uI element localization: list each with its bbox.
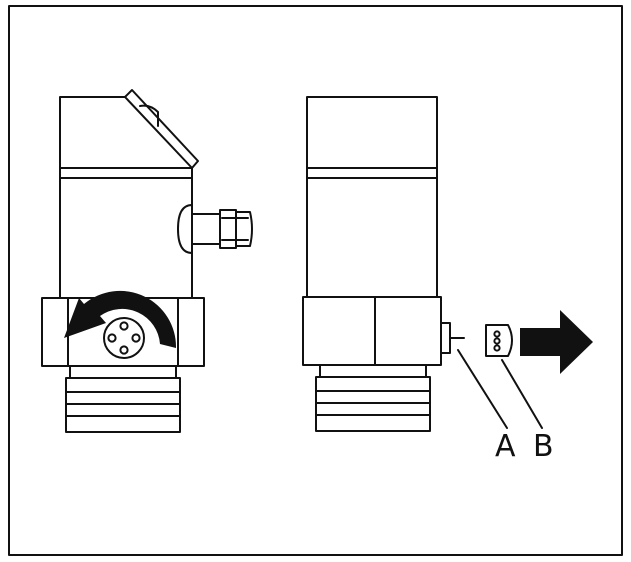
right-device-hex-nut <box>302 296 442 366</box>
left-device <box>41 89 253 433</box>
leader-line-b <box>501 359 543 429</box>
leader-line-a <box>457 349 508 429</box>
connector-pin-left <box>107 333 117 343</box>
left-device-neck <box>69 365 177 379</box>
rotate-arrow-icon <box>64 290 177 348</box>
right-device <box>302 96 465 432</box>
left-device-top-screw <box>139 104 159 127</box>
connector-pin-right <box>131 333 141 343</box>
label-b: B <box>533 429 554 464</box>
left-device-top-edge <box>124 89 199 169</box>
left-device-connector-face <box>103 317 145 359</box>
connector-plug-b <box>485 324 513 357</box>
outer-frame <box>8 5 623 556</box>
right-device-neck <box>319 364 427 378</box>
pull-arrow-icon <box>520 310 593 374</box>
left-device-side-fitting <box>177 204 253 254</box>
connector-pin-a <box>440 322 465 354</box>
connector-pin-bottom <box>119 345 129 355</box>
left-device-housing <box>59 167 193 299</box>
label-a: A <box>495 429 516 464</box>
right-device-housing <box>306 96 438 298</box>
connector-pin-top <box>119 321 129 331</box>
